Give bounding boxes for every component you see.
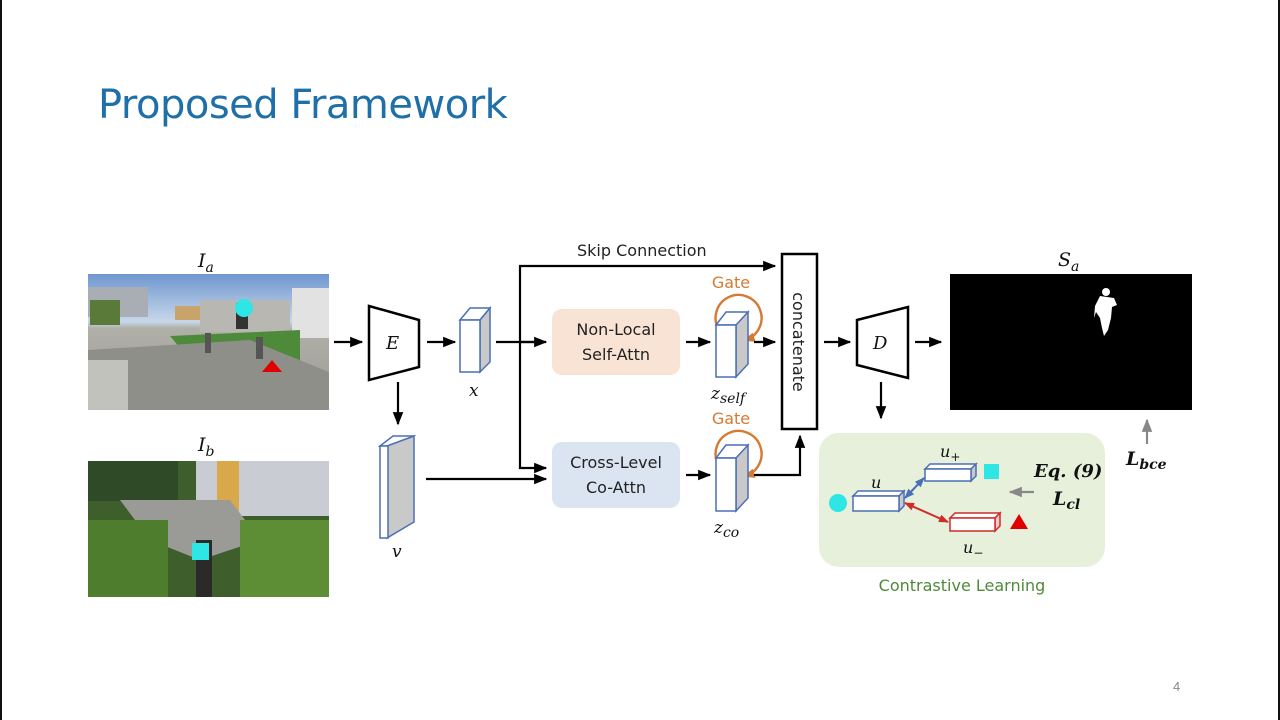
gate-label-co: Gate: [712, 409, 750, 428]
cl-loss-label: Lcl: [1052, 488, 1080, 513]
anchor-circle-marker: [829, 494, 847, 512]
contrastive-learning-title: Contrastive Learning: [879, 576, 1046, 595]
output-mask: Sa: [950, 249, 1192, 410]
self-attn-line1: Non-Local: [576, 320, 655, 339]
image-b-group: Ib: [88, 434, 329, 597]
embedding-u-plus: u+: [923, 442, 978, 483]
embedding-u: u: [851, 473, 906, 513]
co-attn-line2: Co-Attn: [586, 478, 646, 497]
feature-v-label: v: [392, 542, 402, 562]
anchor-circle-marker: [235, 299, 253, 317]
self-attention-block: Non-Local Self-Attn: [552, 309, 680, 375]
co-attn-line1: Cross-Level: [570, 453, 662, 472]
negative-push-arrow: [904, 502, 949, 523]
image-b-photo: [88, 461, 329, 597]
feature-x: x: [458, 305, 492, 401]
gate-loop-icon: [714, 293, 763, 342]
image-a-group: Ia: [88, 250, 329, 410]
skip-connection-arrow: [518, 260, 777, 342]
negative-triangle-marker: [262, 360, 282, 372]
feature-z-co: Gate zco: [712, 409, 763, 541]
z-self-label: zself: [710, 384, 748, 407]
u-minus-label: u−: [963, 538, 983, 560]
negative-triangle-marker: [1010, 514, 1028, 529]
slide-title: Proposed Framework: [98, 82, 508, 128]
positive-pull-arrow: [904, 477, 925, 499]
page-number: 4: [1173, 679, 1181, 694]
output-label: Sa: [1058, 249, 1079, 275]
embedding-u-minus: u−: [948, 511, 1002, 560]
positive-square-marker: [984, 464, 999, 479]
arrow-x-to-co-attn: [518, 342, 548, 474]
image-a-label: Ia: [197, 250, 214, 276]
u-label: u: [871, 473, 881, 492]
saliency-mask-image: [950, 274, 1192, 410]
equation-reference: Eq. (9): [1033, 461, 1102, 482]
gate-loop-icon: [714, 429, 763, 478]
self-attn-line2: Self-Attn: [582, 345, 650, 364]
gate-label-self: Gate: [712, 273, 750, 292]
skip-connection-label: Skip Connection: [577, 241, 707, 260]
u-plus-label: u+: [940, 442, 960, 464]
co-attention-block: Cross-Level Co-Attn: [552, 442, 680, 508]
slide-left-border: [0, 0, 2, 720]
bce-loss-label: Lbce: [1125, 448, 1167, 473]
concatenate-block: concatenate: [780, 252, 819, 431]
concatenate-label: concatenate: [789, 292, 808, 392]
arrow-zco-to-concat: [754, 434, 806, 477]
decoder-label: D: [872, 333, 888, 354]
encoder-block: E: [367, 304, 421, 382]
person-silhouette: [1094, 288, 1117, 336]
decoder-block: D: [855, 305, 910, 380]
slide-right-border: [1278, 0, 1280, 720]
positive-square-marker: [192, 543, 209, 560]
feature-z-self: Gate zself: [710, 273, 763, 407]
feature-v: v: [377, 434, 417, 562]
image-a-photo: [88, 274, 329, 410]
encoder-label: E: [385, 333, 399, 354]
feature-x-label: x: [469, 381, 479, 401]
image-b-label: Ib: [197, 434, 215, 460]
z-co-label: zco: [713, 518, 739, 541]
contrastive-learning-panel: Contrastive Learning u u+ u−: [819, 433, 1105, 595]
